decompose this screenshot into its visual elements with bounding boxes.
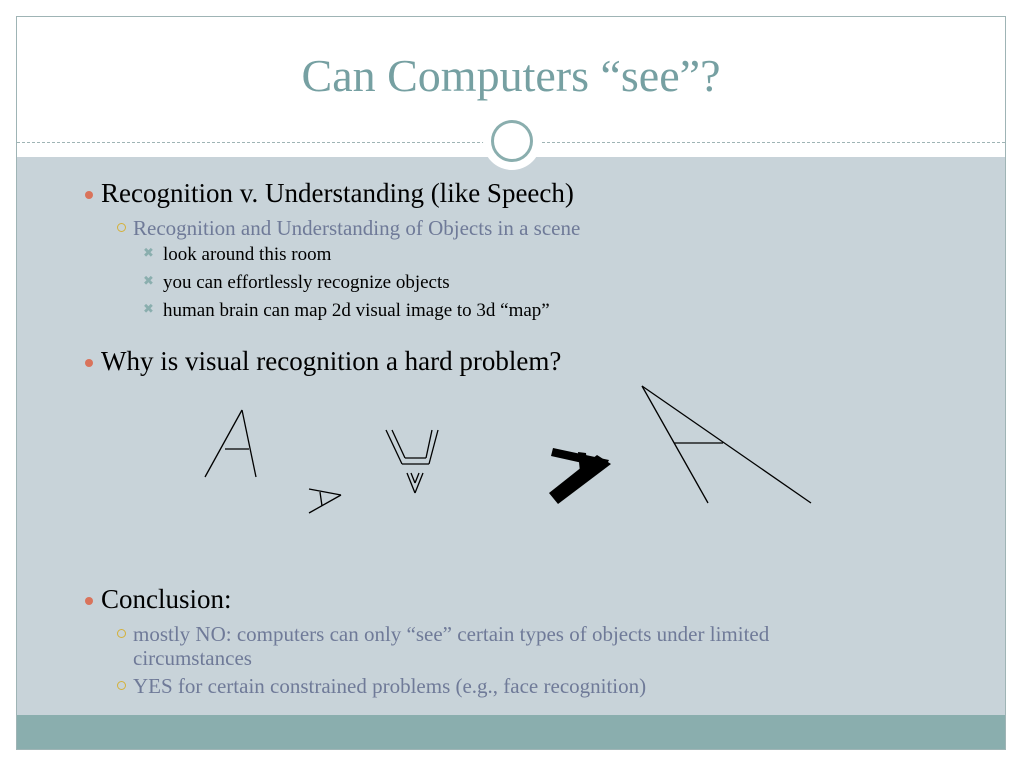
bullet-level2-item: mostly NO: computers can only “see” cert… <box>117 622 873 671</box>
bullet-text: look around this room <box>163 244 332 265</box>
bullet-text: mostly NO: computers can only “see” cert… <box>133 622 770 671</box>
slide: Can Computers “see”? Recognition v. Unde… <box>16 16 1006 750</box>
bullet-text: Recognition v. Understanding (like Speec… <box>101 178 574 208</box>
bullet-level3-item: ✖ you can effortlessly recognize objects <box>143 272 450 294</box>
small-x-icon: ✖ <box>143 274 154 289</box>
ring-circle-icon <box>483 112 541 170</box>
bullet-level3-item: ✖ look around this room <box>143 244 332 266</box>
content-area <box>17 157 1005 717</box>
bullet-text: Why is visual recognition a hard problem… <box>101 346 562 376</box>
bullet-text: Conclusion: <box>101 584 232 614</box>
bullet-text: human brain can map 2d visual image to 3… <box>163 300 550 321</box>
footer-bar <box>17 715 1005 749</box>
letter-a-upside-down-outline <box>385 429 439 494</box>
small-x-icon: ✖ <box>143 302 154 317</box>
filled-circle-icon <box>85 191 93 199</box>
letter-a-bold-rotated <box>549 448 611 504</box>
bullet-level1-item: Recognition v. Understanding (like Speec… <box>85 178 574 209</box>
filled-circle-icon <box>85 359 93 367</box>
slide-title: Can Computers “see”? <box>301 50 721 101</box>
letter-a-large-skewed <box>641 385 812 504</box>
bullet-level1-item: Conclusion: <box>85 584 232 615</box>
letter-a-upright <box>204 409 257 478</box>
bullet-level3-item: ✖ human brain can map 2d visual image to… <box>143 300 550 322</box>
bullet-text: you can effortlessly recognize objects <box>163 272 450 293</box>
hollow-circle-icon <box>117 681 126 690</box>
bullet-text: Recognition and Understanding of Objects… <box>133 216 581 240</box>
bullet-text: YES for certain constrained problems (e.… <box>133 674 647 698</box>
bullet-level1-item: Why is visual recognition a hard problem… <box>85 346 562 377</box>
bullet-level2-item: Recognition and Understanding of Objects… <box>117 216 581 240</box>
ring-inner <box>491 120 533 162</box>
bullet-level2-item: YES for certain constrained problems (e.… <box>117 674 647 698</box>
hollow-circle-icon <box>117 629 126 638</box>
letter-a-rotated-small <box>308 488 342 514</box>
filled-circle-icon <box>85 597 93 605</box>
hollow-circle-icon <box>117 223 126 232</box>
small-x-icon: ✖ <box>143 246 154 261</box>
letter-a-variations-figure <box>204 385 812 514</box>
